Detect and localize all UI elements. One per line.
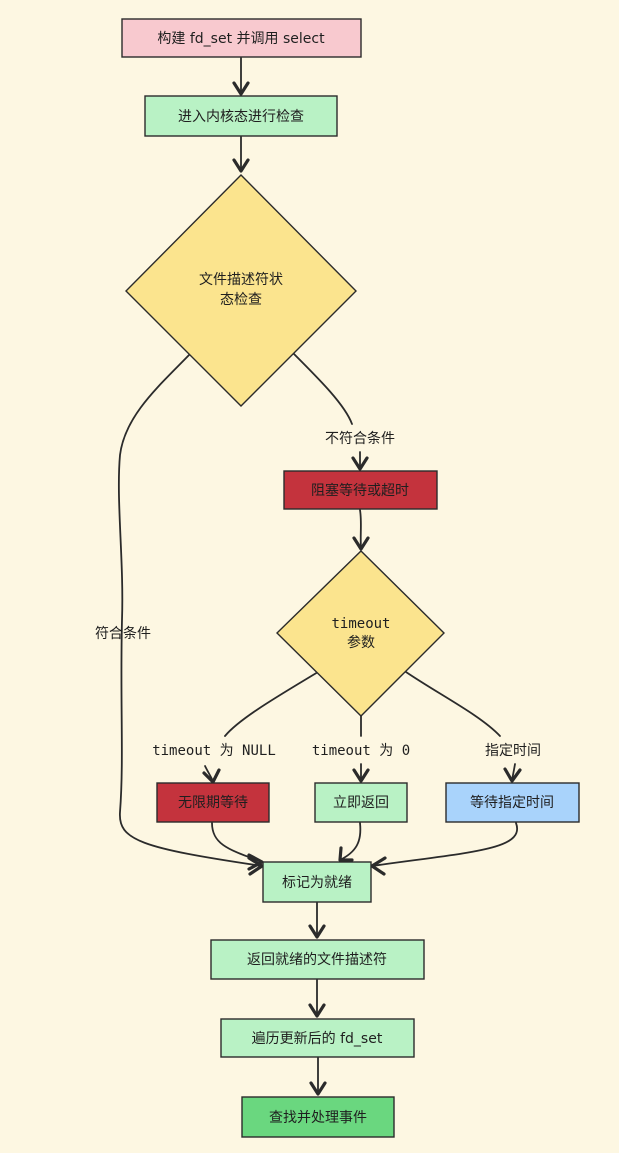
arrowhead [503,767,522,783]
arrowhead [202,768,221,784]
arrowhead [338,846,354,862]
node-enter-kernel: 进入内核态进行检查 [144,95,338,137]
node-label: 标记为就绪 [282,875,352,891]
node-label: 遍历更新后的 fd_set [252,1031,383,1047]
arrowhead [370,856,387,876]
box [241,1096,395,1138]
arrowhead [309,1081,327,1096]
node-wait-specified: 等待指定时间 [445,782,580,823]
box [283,470,438,510]
node-label-line1: 文件描述符状 [199,272,283,288]
decision-timeout: timeout 参数 [276,550,445,717]
node-label: 阻塞等待或超时 [311,482,409,499]
diamond [125,174,357,407]
node-label: 无限期等待 [178,794,248,811]
node-mark-ready: 标记为就绪 [262,861,372,903]
node-label: 返回就绪的文件描述符 [247,952,387,968]
node-handle-events: 查找并处理事件 [241,1096,395,1138]
node-label-line2: 态检查 [220,292,262,308]
box [121,18,362,58]
node-build-fdset: 构建 fd_set 并调用 select [121,18,362,58]
arrowhead [308,924,326,939]
node-block-wait: 阻塞等待或超时 [283,470,438,510]
arrowhead [352,768,370,783]
edge-return-now-to-mark [339,822,362,861]
box [220,1018,415,1058]
edge-label-timeout-zero: timeout 为 0 [312,743,410,759]
edge-wait-specified-to-mark [371,822,519,867]
node-label: 构建 fd_set 并调用 select [157,31,325,47]
decision-fd-check: 文件描述符状 态检查 [125,174,357,407]
node-traverse: 遍历更新后的 fd_set [220,1018,415,1058]
arrowhead [232,158,250,173]
box [156,782,270,823]
arrowhead [352,536,370,551]
box [144,95,338,137]
node-return-now: 立即返回 [314,782,408,823]
node-label-line2: 参数 [347,634,375,651]
node-label-line1: timeout [331,616,390,632]
node-label: 查找并处理事件 [269,1110,367,1126]
node-return-ready: 返回就绪的文件描述符 [210,939,425,980]
node-wait-forever: 无限期等待 [156,782,270,823]
edge-check-to-mark-ready [117,353,263,867]
node-label: 立即返回 [333,795,389,811]
edges [117,57,522,1096]
edge-label-not-ready: 不符合条件 [325,430,395,447]
diamond [276,550,445,717]
box [445,782,580,823]
edge-timeout-to-wait-specified [405,671,501,737]
edge-label-timeout-specified: 指定时间 [485,743,541,759]
box [314,782,408,823]
arrowhead [351,456,369,471]
arrowhead [247,853,264,871]
edge-timeout-to-wait-forever [224,671,319,737]
arrowhead [232,81,250,96]
box [210,939,425,980]
arrowhead [308,1003,326,1018]
edge-label-ready: 符合条件 [95,625,151,642]
edge-check-to-block [293,353,353,425]
arrowhead [247,856,264,876]
edge-label-timeout-null: timeout 为 NULL [152,743,276,759]
node-label: 进入内核态进行检查 [178,109,304,125]
edge-block-to-timeout [359,509,362,549]
node-label: 等待指定时间 [470,794,554,811]
box [262,861,372,903]
